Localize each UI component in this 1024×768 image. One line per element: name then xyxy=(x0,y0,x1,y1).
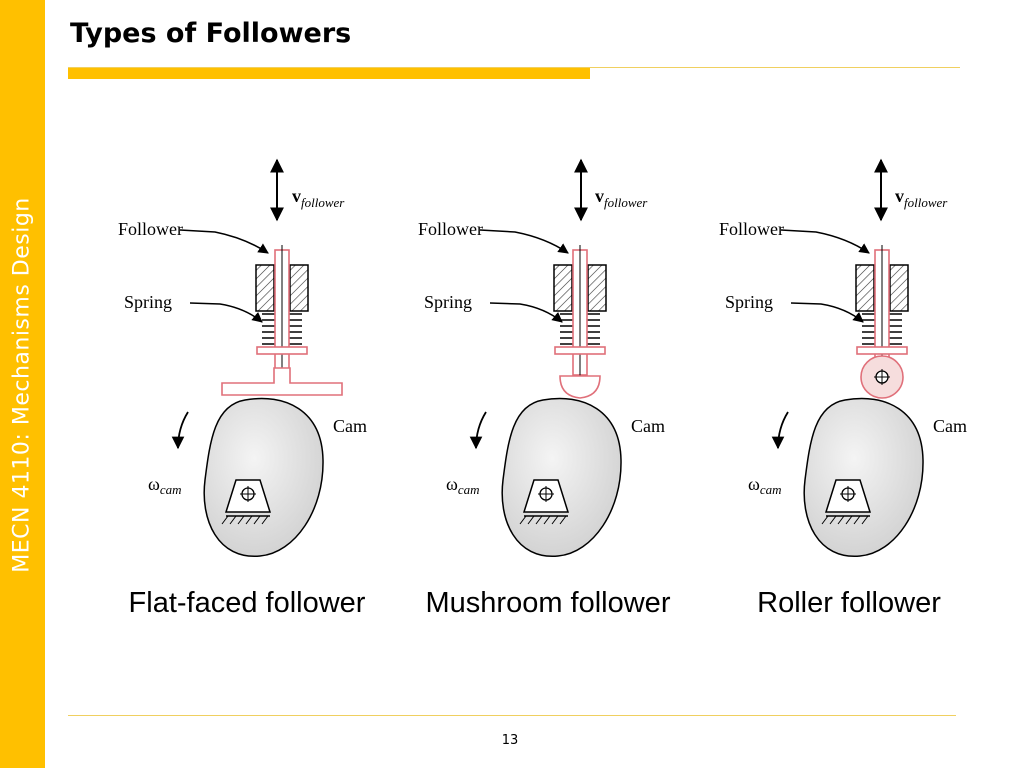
cam-label: Cam xyxy=(333,416,367,436)
sidebar-bar: MECN 4110: Mechanisms Design xyxy=(0,0,45,768)
diagram-caption: Roller follower xyxy=(757,587,941,619)
spring-pointer xyxy=(790,302,864,323)
spring-seat xyxy=(256,346,308,355)
follower-pointer xyxy=(179,229,269,254)
follower-pointer xyxy=(479,229,569,254)
mushroom-follower-diagram: vfollower Follower Spring Cam ωcam Mushr… xyxy=(418,158,671,619)
cam-label: Cam xyxy=(933,416,967,436)
cam-body xyxy=(203,397,324,557)
diagram-caption: Flat-faced follower xyxy=(129,587,366,619)
flat-face xyxy=(221,367,343,396)
slide-title: Types of Followers xyxy=(70,18,352,49)
omega-label: ωcam xyxy=(148,474,182,497)
follower-label: Follower xyxy=(418,219,483,239)
guide-block-right xyxy=(889,264,909,312)
mushroom-head xyxy=(559,375,601,399)
guide-block-right xyxy=(289,264,309,312)
guide-block-left xyxy=(255,264,275,312)
spring-label: Spring xyxy=(124,292,172,312)
cam-pivot xyxy=(821,479,872,525)
velocity-label: vfollower xyxy=(292,186,345,210)
spring-label: Spring xyxy=(725,292,773,312)
omega-label: ωcam xyxy=(446,474,480,497)
spring-seat xyxy=(856,346,908,355)
spring-label: Spring xyxy=(424,292,472,312)
spring-pointer xyxy=(189,302,263,323)
guide-block-left xyxy=(855,264,875,312)
cam-body xyxy=(803,397,924,557)
follower-label: Follower xyxy=(719,219,784,239)
velocity-label: vfollower xyxy=(895,186,948,210)
guide-block-left xyxy=(553,264,573,312)
title-accent-bar xyxy=(68,68,590,79)
cam-body xyxy=(501,397,622,557)
omega-label: ωcam xyxy=(748,474,782,497)
guide-block-right xyxy=(587,264,607,312)
cam-pivot xyxy=(221,479,272,525)
spring-pointer xyxy=(489,302,563,323)
roller-follower-diagram: vfollower Follower Spring Cam ωc xyxy=(719,158,967,619)
follower-label: Follower xyxy=(118,219,183,239)
title-underline xyxy=(68,67,960,68)
cam-label: Cam xyxy=(631,416,665,436)
page-number: 13 xyxy=(501,733,519,748)
spring-seat xyxy=(554,346,606,355)
velocity-label: vfollower xyxy=(595,186,648,210)
rotation-arrow xyxy=(469,411,487,450)
cam-pivot xyxy=(519,479,570,525)
footer-divider xyxy=(68,715,956,716)
rotation-arrow xyxy=(771,411,789,450)
flat-faced-follower-diagram: vfollower Follower Spring Cam ωcam Flat-… xyxy=(118,158,367,619)
rotation-arrow xyxy=(171,411,189,450)
follower-pointer xyxy=(780,229,870,254)
diagram-caption: Mushroom follower xyxy=(426,587,671,619)
